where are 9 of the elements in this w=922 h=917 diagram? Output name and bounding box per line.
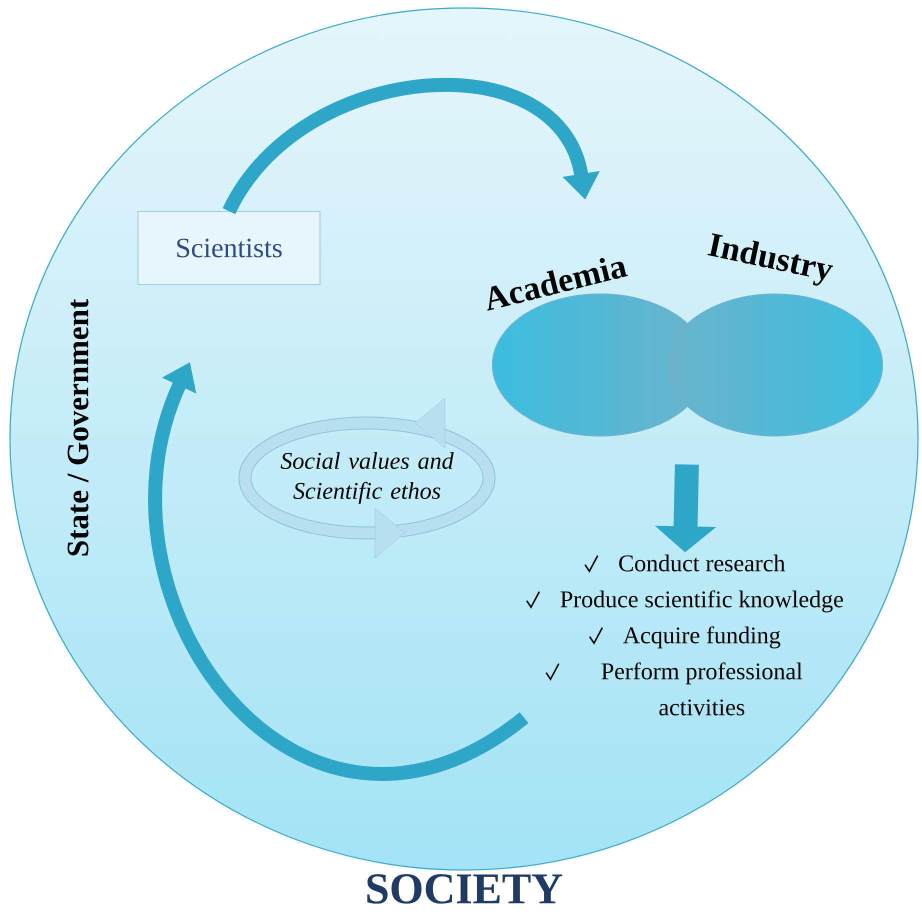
node-label: Industry bbox=[708, 233, 834, 286]
list-item: Perform professional activities bbox=[546, 662, 802, 716]
list-item: Acquire funding bbox=[589, 626, 780, 648]
side-label: State / Government bbox=[68, 298, 88, 556]
node-label: SOCIETY bbox=[367, 874, 562, 904]
arrow bbox=[223, 78, 600, 215]
list-item: Conduct research bbox=[584, 554, 786, 573]
scientists-box: Scientists bbox=[138, 211, 320, 285]
list-item: Produce scientific knowledge bbox=[526, 590, 843, 612]
